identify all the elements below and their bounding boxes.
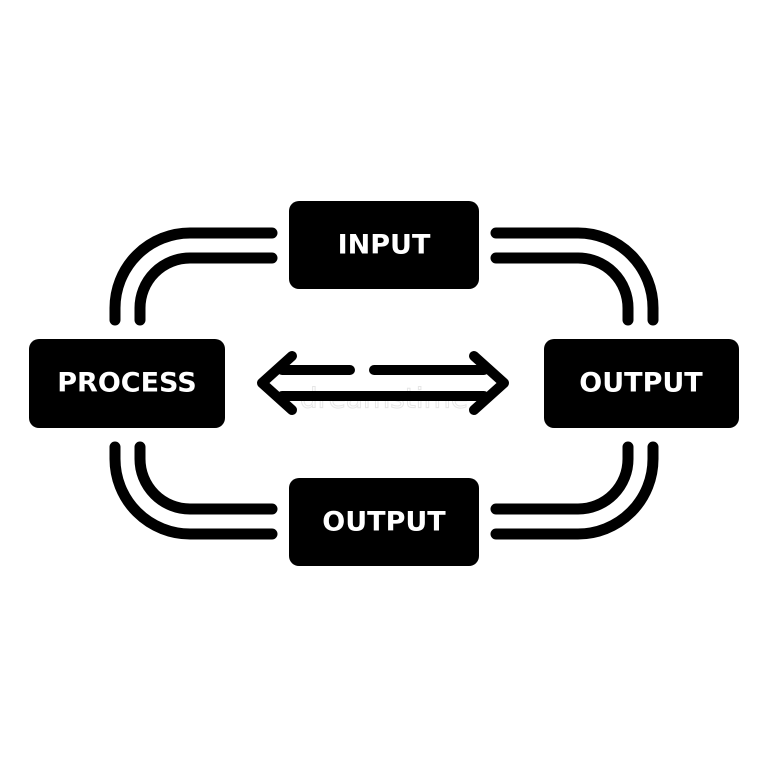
connector-top-right (490, 227, 659, 326)
node-process: PROCESS (29, 339, 225, 428)
node-output-bottom: OUTPUT (289, 478, 479, 566)
node-process-label: PROCESS (57, 368, 196, 399)
node-output-right-box (544, 339, 739, 428)
node-input: INPUT (289, 201, 479, 289)
connector-bottom-left (109, 441, 278, 540)
node-output-bottom-label: OUTPUT (322, 507, 446, 538)
node-output-right-label: OUTPUT (579, 368, 703, 399)
node-output-right: OUTPUT (544, 339, 739, 428)
double-arrow-icon (257, 351, 509, 415)
node-input-box (289, 201, 479, 289)
node-input-label: INPUT (338, 230, 431, 261)
node-process-box (29, 339, 225, 428)
connector-bottom-right (490, 441, 659, 540)
node-output-bottom-box (289, 478, 479, 566)
connector-top-left (109, 227, 278, 326)
